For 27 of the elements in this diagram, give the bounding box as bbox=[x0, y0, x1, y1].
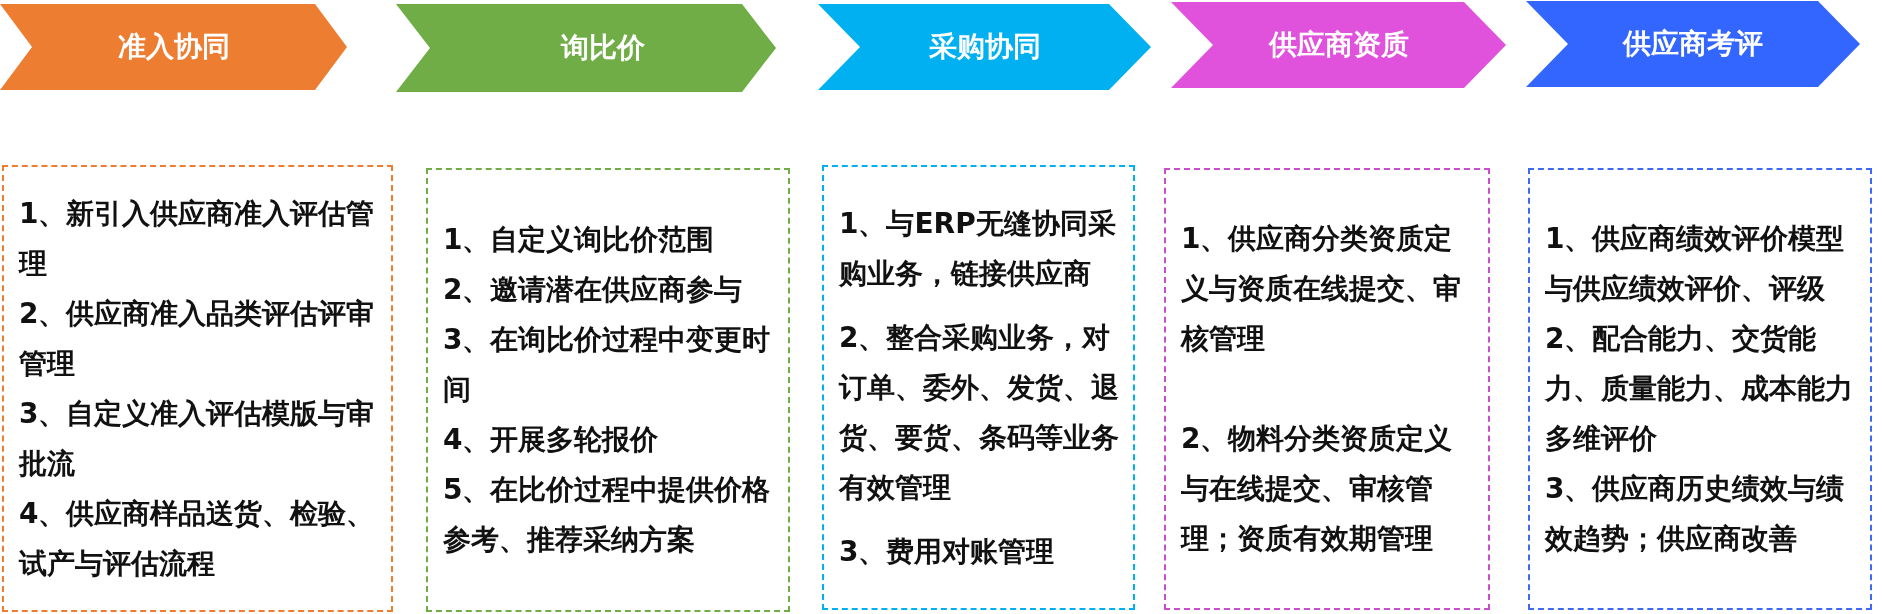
list-item: 3、费用对账管理 bbox=[839, 533, 1055, 570]
stage-title: 供应商考评 bbox=[1623, 26, 1763, 62]
dashed-panel bbox=[822, 165, 1135, 610]
list-item: 5、在比价过程中提供价格参考、推荐采纳方案 bbox=[443, 472, 772, 558]
list-item: 2、配合能力、交货能力、质量能力、成本能力多维评价 bbox=[1545, 321, 1854, 457]
list-item: 2、邀请潜在供应商参与 bbox=[443, 272, 743, 308]
list-item: 2、整合采购业务，对订单、委外、发货、退货、要货、条码等业务有效管理 bbox=[839, 319, 1120, 506]
stage-title: 供应商资质 bbox=[1268, 27, 1409, 63]
list-item: 1、与ERP无缝协同采购业务，链接供应商 bbox=[839, 205, 1117, 292]
list-item: 3、在询比价过程中变更时间 bbox=[443, 322, 772, 408]
list-item: 2、物料分类资质定义与在线提交、审核管理；资质有效期管理 bbox=[1181, 421, 1454, 557]
list-item: 2、供应商准入品类评估评审管理 bbox=[19, 295, 376, 382]
list-item: 1、新引入供应商准入评估管理 bbox=[19, 195, 376, 282]
list-item: 4、开展多轮报价 bbox=[443, 422, 659, 458]
list-item: 3、自定义准入评估模版与审批流 bbox=[19, 395, 376, 482]
stage-title: 准入协同 bbox=[117, 29, 230, 65]
dashed-panel bbox=[1528, 168, 1872, 610]
list-item: 1、供应商分类资质定义与资质在线提交、审核管理 bbox=[1181, 221, 1462, 357]
list-item: 1、自定义询比价范围 bbox=[443, 222, 715, 258]
dashed-panel bbox=[2, 165, 393, 612]
stage-title: 采购协同 bbox=[928, 29, 1041, 65]
list-item: 4、供应商样品送货、检验、试产与评估流程 bbox=[19, 495, 376, 582]
stage-title: 询比价 bbox=[561, 30, 645, 66]
list-item: 1、供应商绩效评价模型与供应绩效评价、评级 bbox=[1545, 221, 1846, 307]
dashed-panel bbox=[426, 168, 790, 612]
list-item: 3、供应商历史绩效与绩效趋势；供应商改善 bbox=[1545, 471, 1846, 557]
dashed-panel bbox=[1164, 168, 1490, 610]
